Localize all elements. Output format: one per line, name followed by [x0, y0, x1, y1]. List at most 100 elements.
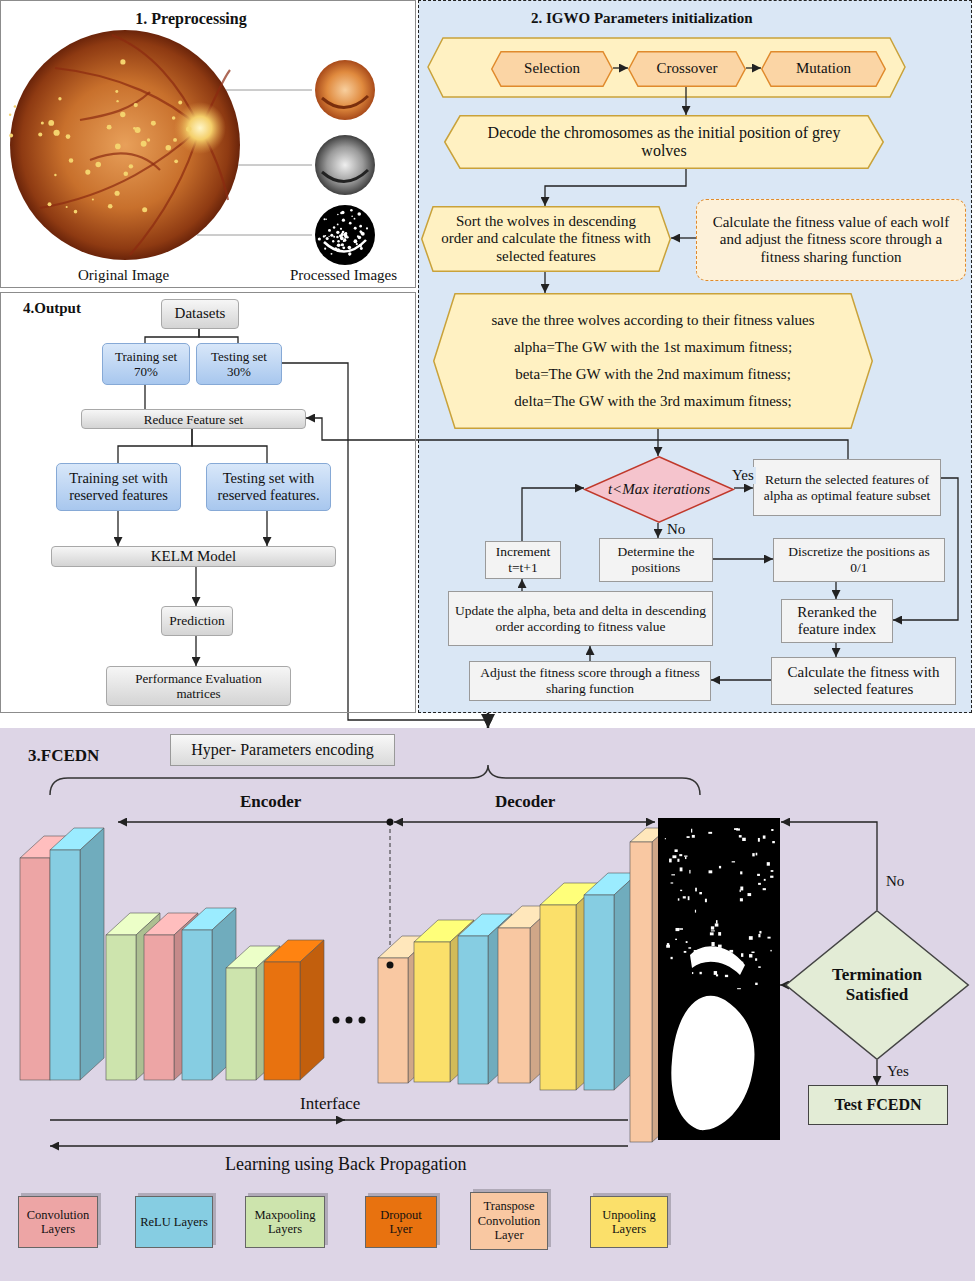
text-stack: Termination Satisfied [823, 965, 931, 1004]
model-bar: KELM Model [51, 546, 336, 567]
image-caption: Processed Images [290, 266, 397, 284]
connector [195, 567, 196, 606]
process-bar: Reduce Feature set [81, 409, 306, 429]
connector [657, 429, 658, 456]
exudate-spot [166, 145, 172, 151]
processed-image [341, 211, 344, 214]
segmentation-output [665, 838, 666, 839]
segmentation-output [692, 972, 693, 974]
connector [192, 429, 267, 463]
segmentation-output [711, 926, 714, 929]
segmentation-output [763, 835, 766, 838]
processed-image [343, 239, 346, 242]
segmentation-output [758, 883, 761, 885]
crossover-step: Crossover [628, 51, 746, 87]
process-box: Determine the positions [599, 538, 713, 582]
layer-block [264, 962, 300, 1080]
node-text: Increment t=t+1 [489, 544, 557, 575]
node-text: t<Max iterations [604, 481, 714, 498]
segmentation-output [688, 896, 690, 900]
layer-block [182, 930, 212, 1080]
legend-swatch: Unpooling Layers [590, 1196, 668, 1248]
node-text: Reranked the feature index [787, 604, 887, 639]
processed-image [337, 214, 339, 216]
processed-image [322, 96, 368, 108]
segmentation-output [719, 866, 721, 868]
processed-image [346, 236, 348, 238]
node-text: Sort the wolves in descending order and … [439, 213, 653, 265]
segmentation-output [669, 859, 672, 863]
processed-image [342, 219, 345, 222]
segmentation-output [747, 893, 751, 896]
text-stack: Mutation [777, 60, 870, 77]
segmentation-output [764, 879, 766, 881]
processed-image [351, 215, 353, 217]
processed-image [360, 247, 363, 250]
segmentation-output [671, 957, 673, 959]
exudate-spot [69, 158, 74, 163]
ellipsis-dot [359, 1017, 366, 1024]
processed-image [357, 212, 361, 216]
processed-image [330, 234, 333, 237]
processed-image [315, 60, 375, 120]
edge-label: No [665, 521, 687, 538]
segmentation-output [700, 972, 702, 974]
segmentation-output [742, 962, 744, 965]
exudate-spot [186, 126, 191, 131]
segmentation-output [770, 950, 771, 951]
backprop-arrow [50, 1145, 628, 1146]
connector [835, 643, 836, 657]
segmentation-output [759, 931, 761, 934]
segmentation-output [671, 882, 674, 883]
text-box: Calculate the fitness value of each wolf… [697, 200, 965, 280]
layer-block [300, 940, 324, 1080]
segmentation-output [677, 859, 679, 862]
panel-title: 3.FCEDN [28, 746, 99, 766]
node-text: Testing set 30% [202, 349, 276, 379]
segmentation-output [739, 835, 742, 837]
connector [671, 237, 696, 238]
layer-block [540, 905, 576, 1090]
segmentation-output [715, 923, 719, 926]
section-label: Encoder [240, 792, 301, 812]
exudate-spot [66, 206, 68, 208]
connector [266, 511, 267, 546]
exudate-spot [74, 210, 78, 214]
processed-image [348, 252, 351, 255]
processed-image [322, 170, 368, 182]
segmentation-output [714, 971, 717, 975]
exudate-spot [116, 100, 118, 102]
segmentation-output [689, 870, 690, 874]
segmentation-output [667, 943, 669, 946]
shape-outline [762, 52, 886, 87]
text-stack: Update the alpha, beta and delta in desc… [454, 603, 707, 634]
panel-fill [0, 728, 975, 1281]
text-stack: Determine the positions [605, 544, 707, 575]
processed-image [350, 209, 353, 212]
exudate-spot [41, 122, 44, 125]
section-label: Decoder [495, 792, 555, 812]
segmentation-output [772, 841, 775, 843]
data-split-box: Testing set with reserved features. [206, 463, 331, 511]
text-stack: Training set 70% [108, 349, 184, 379]
text-stack: Discretize the positions as 0/1 [779, 544, 939, 575]
segmentation-output [752, 853, 754, 856]
segmentation-output [737, 988, 741, 989]
decode-step: Decode the chromosomes as the initial po… [444, 115, 884, 169]
node-text: Test FCEDN [814, 1096, 942, 1114]
processed-image [358, 236, 361, 239]
layer-block [584, 895, 614, 1090]
processed-image [333, 236, 335, 238]
node-text: Selection [507, 60, 597, 77]
text-stack: Increment t=t+1 [489, 544, 557, 575]
segmentation-output [694, 950, 698, 952]
exudate-spot [58, 97, 61, 100]
segmentation-output [732, 861, 735, 862]
text-stack: Reduce Feature set [86, 412, 301, 427]
text-stack: Decode the chromosomes as the initial po… [466, 124, 862, 161]
leader-line [238, 165, 312, 166]
segmentation-output [771, 829, 773, 831]
exudate-spot [147, 138, 150, 141]
processed-image [336, 231, 339, 234]
selection-step: Selection [491, 51, 613, 87]
